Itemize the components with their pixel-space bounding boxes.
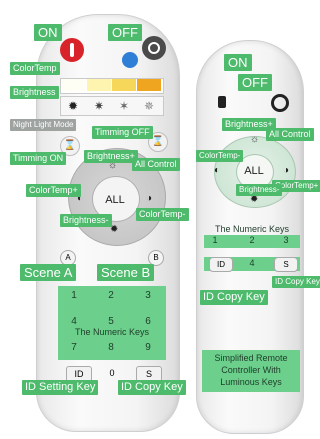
right-all-control-callout: All Control (266, 128, 314, 141)
color-temp-plus-callout: ColorTemp+ (26, 184, 81, 197)
right-key-4[interactable]: 4 (242, 258, 262, 268)
color-temp-bar (60, 78, 164, 94)
right-on-callout: ON (224, 54, 252, 71)
right-brightness-minus-callout: Brightness- (236, 184, 282, 196)
off-ring-icon (148, 42, 160, 54)
color-temp-down-icon[interactable]: ◑ (146, 193, 152, 204)
color-swatch-2[interactable] (87, 79, 111, 91)
brightness-callout: Brightness (10, 86, 59, 99)
key-0[interactable]: 0 (104, 366, 120, 380)
timming-off-callout: Timming OFF (92, 126, 153, 139)
caption-line-3: Luminous Keys (202, 376, 300, 388)
key-5[interactable]: 5 (101, 316, 121, 327)
key-4[interactable]: 4 (64, 316, 84, 327)
right-id-copy-callout-1: ID Copy Key (200, 290, 268, 305)
brightness-level-2-icon[interactable]: ✷ (94, 99, 104, 113)
scene-a-key-label: A (61, 253, 75, 262)
right-id-key[interactable]: ID (209, 257, 233, 272)
brightness-minus-callout: Brightness- (60, 214, 112, 227)
power-on-button[interactable] (60, 38, 84, 62)
caption-line-2: Controller With (202, 364, 300, 376)
key-1[interactable]: 1 (64, 290, 84, 301)
scene-b-callout: Scene B (97, 264, 154, 281)
color-swatch-1[interactable] (62, 79, 86, 91)
right-brightness-up-icon[interactable]: ☼ (250, 134, 259, 145)
scene-a-callout: Scene A (20, 264, 76, 281)
id-setting-callout: ID Setting Key (22, 380, 98, 395)
key-8[interactable]: 8 (101, 342, 121, 353)
right-s-key[interactable]: S (274, 257, 298, 272)
key-7[interactable]: 7 (64, 342, 84, 353)
blue-button[interactable] (122, 52, 138, 68)
right-key-1[interactable]: 1 (205, 235, 225, 245)
right-color-temp-minus-callout: ColorTemp- (196, 150, 243, 162)
brightness-plus-callout: Brightness+ (84, 150, 138, 163)
right-color-temp-down-icon[interactable]: ◑ (283, 165, 289, 176)
right-all-label: ALL (240, 165, 268, 177)
key-2[interactable]: 2 (101, 290, 121, 301)
off-callout: OFF (108, 24, 142, 41)
color-temp-minus-callout: ColorTemp- (136, 208, 189, 221)
timming-on-callout: Timming ON (10, 152, 66, 165)
night-light-callout: Night Light Mode (10, 119, 76, 131)
right-color-temp-up-icon[interactable]: ◐ (214, 165, 220, 176)
numeric-keys-title: The Numeric Keys (58, 327, 166, 337)
caption-line-1: Simplified Remote (202, 352, 300, 364)
power-off-button[interactable] (142, 36, 166, 60)
all-label: ALL (102, 194, 128, 206)
on-callout: ON (34, 24, 62, 41)
right-numeric-title: The Numeric Keys (204, 224, 300, 234)
color-swatch-3[interactable] (112, 79, 136, 91)
right-off-callout: OFF (238, 74, 272, 91)
key-3[interactable]: 3 (138, 290, 158, 301)
key-6[interactable]: 6 (138, 316, 158, 327)
right-off-button[interactable] (271, 94, 289, 112)
all-control-callout: All Control (132, 158, 180, 171)
brightness-level-1-icon[interactable]: ✹ (68, 99, 78, 113)
right-key-3[interactable]: 3 (276, 235, 296, 245)
id-copy-callout: ID Copy Key (118, 380, 186, 395)
right-on-button[interactable] (218, 96, 226, 108)
key-9[interactable]: 9 (138, 342, 158, 353)
scene-b-key-label: B (149, 253, 163, 262)
brightness-keys: ✹ ✷ ✶ ✵ (60, 96, 164, 116)
color-swatch-4[interactable] (137, 79, 161, 91)
right-key-2[interactable]: 2 (242, 235, 262, 245)
brightness-level-3-icon[interactable]: ✶ (119, 99, 129, 113)
right-id-copy-callout-2: ID Copy Key (272, 276, 320, 288)
power-icon (70, 43, 74, 57)
right-caption: Simplified Remote Controller With Lumino… (202, 350, 300, 392)
color-temp-callout: ColorTemp (10, 62, 60, 75)
brightness-level-4-icon[interactable]: ✵ (144, 99, 154, 113)
